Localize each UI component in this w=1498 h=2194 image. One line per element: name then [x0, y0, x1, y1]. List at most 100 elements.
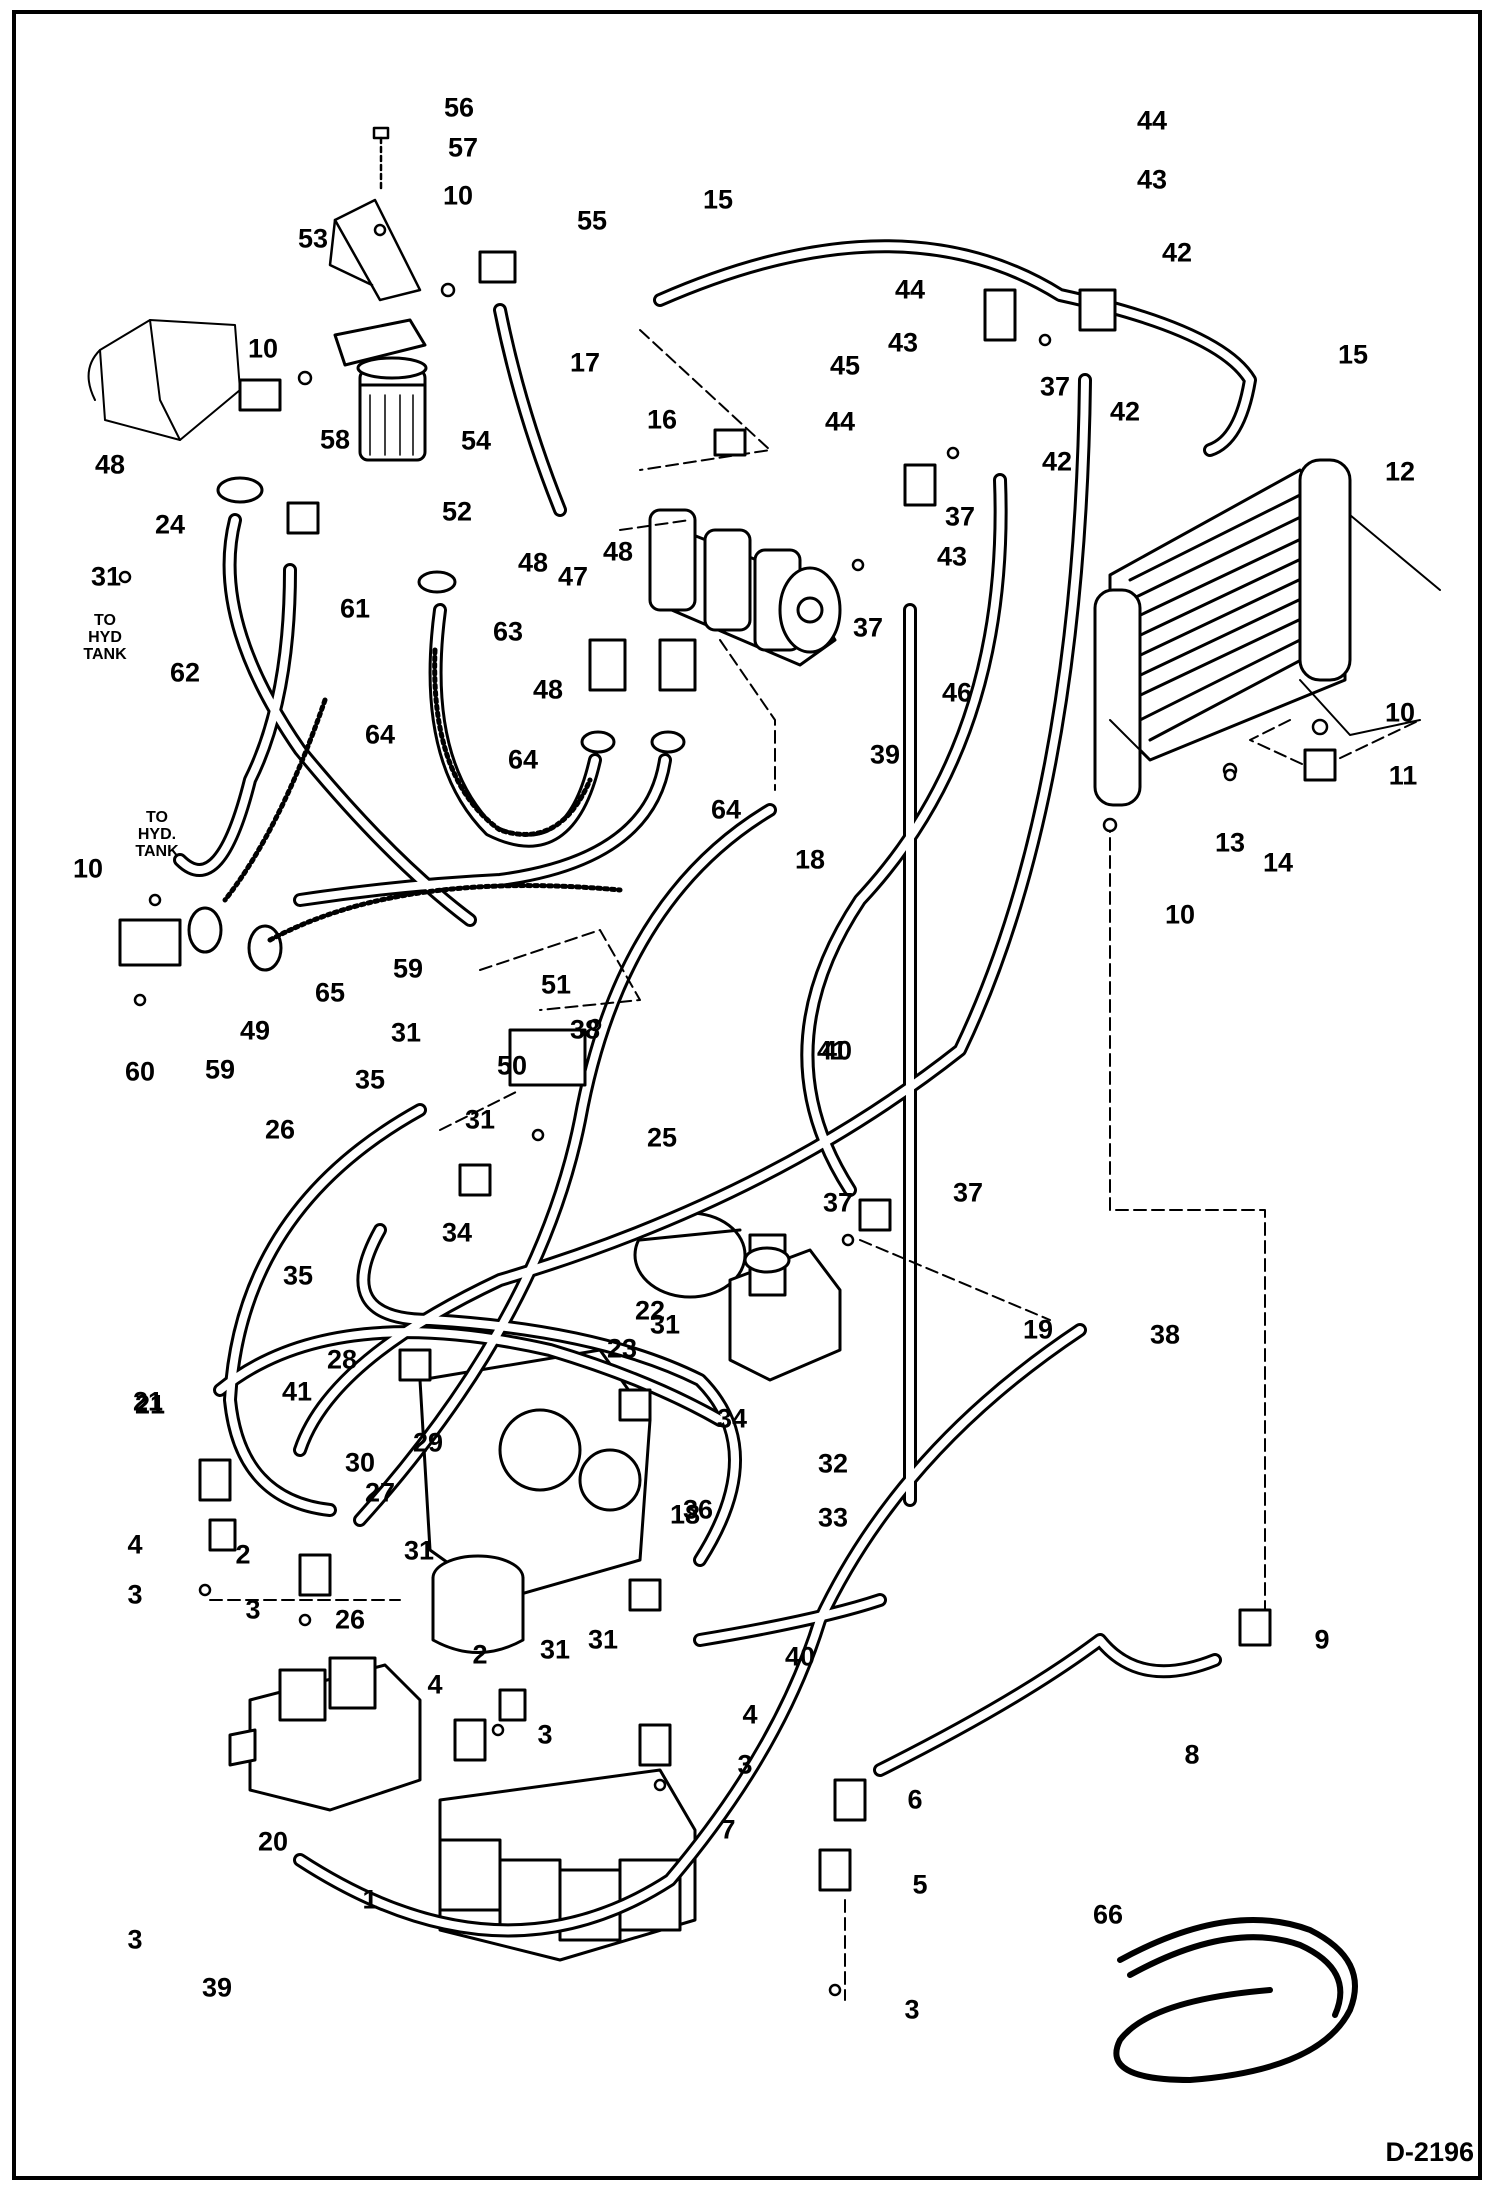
callout-1: 1 [362, 1884, 378, 1915]
callout-10: 10 [442, 180, 474, 211]
callout-4: 4 [742, 1699, 758, 1730]
callout-18: 18 [669, 1499, 701, 1530]
callout-5: 5 [912, 1869, 928, 1900]
callout-47: 47 [557, 561, 589, 592]
filter-bracket [328, 198, 422, 302]
callout-34: 34 [441, 1217, 473, 1248]
callout-50: 50 [496, 1050, 528, 1081]
callout-33: 33 [817, 1502, 849, 1533]
center-manifold [418, 1348, 652, 1602]
callout-31: 31 [403, 1535, 435, 1566]
callout-3: 3 [127, 1924, 143, 1955]
callout-49: 49 [239, 1015, 271, 1046]
callout-19: 19 [1022, 1314, 1054, 1345]
callout-44: 44 [894, 274, 926, 305]
callout-31: 31 [390, 1017, 422, 1048]
callout-21: 21 [134, 1389, 166, 1420]
callout-40: 40 [784, 1641, 816, 1672]
callout-8: 8 [1184, 1739, 1200, 1770]
callout-24: 24 [154, 509, 186, 540]
callout-25: 25 [646, 1122, 678, 1153]
callout-18: 18 [794, 844, 826, 875]
callout-31: 31 [539, 1634, 571, 1665]
callout-44: 44 [824, 406, 856, 437]
hydraulic-filter [333, 318, 428, 462]
oil-cooler [1108, 458, 1352, 762]
callout-64: 64 [364, 719, 396, 750]
callout-42: 42 [1041, 446, 1073, 477]
callout-38: 38 [1149, 1319, 1181, 1350]
callout-60: 60 [124, 1056, 156, 1087]
bolt [372, 126, 390, 192]
callout-43: 43 [1136, 164, 1168, 195]
callout-2: 2 [235, 1539, 251, 1570]
callout-38: 38 [569, 1014, 601, 1045]
callout-3: 3 [537, 1719, 553, 1750]
callout-12: 12 [1384, 456, 1416, 487]
hydraulic-pump [648, 508, 842, 667]
callout-21: 21 [132, 1386, 164, 1417]
callout-23: 23 [606, 1333, 638, 1364]
callout-27: 27 [364, 1477, 396, 1508]
callout-14: 14 [1262, 847, 1294, 878]
callout-62: 62 [169, 657, 201, 688]
callout-15: 15 [1337, 339, 1369, 370]
callout-56: 56 [443, 92, 475, 123]
dashed-routing-lines [209, 329, 1421, 2001]
hose-clamps [187, 476, 686, 972]
callout-54: 54 [460, 425, 492, 456]
callout-37: 37 [852, 612, 884, 643]
callout-29: 29 [412, 1427, 444, 1458]
callout-48: 48 [94, 449, 126, 480]
callout-51: 51 [540, 969, 572, 1000]
callout-43: 43 [887, 327, 919, 358]
callout-31: 31 [649, 1309, 681, 1340]
control-valve [228, 1656, 422, 1812]
callout-20: 20 [257, 1826, 289, 1857]
callout-37: 37 [822, 1187, 854, 1218]
callout-65: 65 [314, 977, 346, 1008]
rotary-swivel [431, 1554, 525, 1654]
callout-48: 48 [517, 547, 549, 578]
callout-58: 58 [319, 424, 351, 455]
callout-31: 31 [587, 1624, 619, 1655]
callout-4: 4 [427, 1669, 443, 1700]
cooler-tube [1093, 588, 1142, 807]
callout-3: 3 [737, 1749, 753, 1780]
callout-35: 35 [282, 1260, 314, 1291]
callout-11: 11 [1388, 760, 1418, 791]
callout-10: 10 [1384, 697, 1416, 728]
callout-30: 30 [344, 1447, 376, 1478]
callout-10: 10 [72, 853, 104, 884]
callout-15: 15 [702, 184, 734, 215]
callout-10: 10 [247, 333, 279, 364]
callout-42: 42 [1161, 237, 1193, 268]
callout-37: 37 [1039, 371, 1071, 402]
callout-66: 66 [1092, 1899, 1124, 1930]
callout-9: 9 [1314, 1624, 1330, 1655]
callout-59: 59 [204, 1054, 236, 1085]
callout-36: 36 [682, 1494, 714, 1525]
callout-17: 17 [569, 347, 601, 378]
callout-44: 44 [1136, 105, 1168, 136]
callout-61: 61 [339, 593, 371, 624]
drawing-number: D-2196 [1385, 2137, 1474, 2167]
callout-48: 48 [532, 674, 564, 705]
callout-39: 39 [201, 1972, 233, 2003]
callout-53: 53 [297, 223, 329, 254]
callout-3: 3 [245, 1594, 261, 1625]
callout-34: 34 [716, 1403, 748, 1434]
callout-3: 3 [904, 1994, 920, 2025]
callout-3: 3 [127, 1579, 143, 1610]
callout-43: 43 [936, 541, 968, 572]
loose-hose-coil [1113, 1917, 1358, 2083]
callout-2: 2 [472, 1639, 488, 1670]
callout-41: 41 [281, 1376, 313, 1407]
callout-31: 31 [90, 561, 122, 592]
valve-block [728, 1233, 842, 1382]
callout-52: 52 [441, 496, 473, 527]
callout-64: 64 [710, 794, 742, 825]
callout-32: 32 [817, 1448, 849, 1479]
